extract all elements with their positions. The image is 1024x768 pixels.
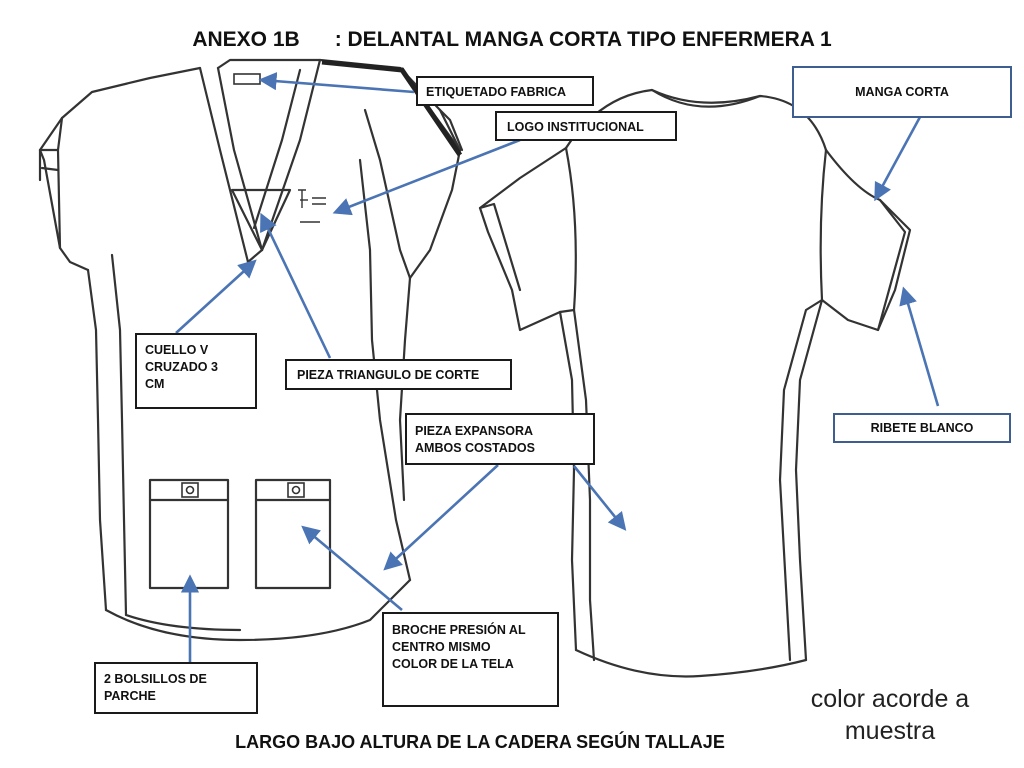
arrow-expansora-front <box>383 464 499 571</box>
fabric-label-tab <box>233 73 261 85</box>
label-etiquetado-fabrica: ETIQUETADO FABRICA <box>416 76 594 106</box>
arrow-expansora-back <box>572 465 627 531</box>
label-broche-presion: BROCHE PRESIÓN AL CENTRO MISMO COLOR DE … <box>382 612 559 707</box>
back-garment-sketch <box>478 88 912 678</box>
arrow-ribete <box>899 286 940 407</box>
arrow-pieza-triangulo <box>260 212 332 359</box>
label-cuello-v: CUELLO V CRUZADO 3 CM <box>135 333 257 409</box>
page-title: ANEXO 1B : DELANTAL MANGA CORTA TIPO ENF… <box>192 28 832 51</box>
callout-arrows <box>175 72 940 662</box>
arrow-manga-corta <box>874 116 922 202</box>
footer-caption: LARGO BAJO ALTURA DE LA CADERA SEGÚN TAL… <box>235 732 725 752</box>
label-ribete-blanco: RIBETE BLANCO <box>833 413 1011 443</box>
label-pieza-triangulo: PIEZA TRIANGULO DE CORTE <box>285 359 512 390</box>
shoulder-seam-shading <box>321 59 463 157</box>
arrow-cuello <box>175 259 257 334</box>
label-logo-institucional: LOGO INSTITUCIONAL <box>495 111 677 141</box>
pocket-snap-buttons <box>181 482 305 498</box>
arrow-logo <box>332 138 521 216</box>
arrow-etiquetado <box>258 72 415 94</box>
label-bolsillos: 2 BOLSILLOS DE PARCHE <box>94 662 258 714</box>
label-manga-corta: MANGA CORTA <box>792 66 1012 118</box>
institutional-logo-mark <box>298 189 326 223</box>
color-note: color acorde a muestra <box>810 685 970 745</box>
label-pieza-expansora: PIEZA EXPANSORA AMBOS COSTADOS <box>405 413 595 465</box>
arrow-broche <box>301 525 403 611</box>
